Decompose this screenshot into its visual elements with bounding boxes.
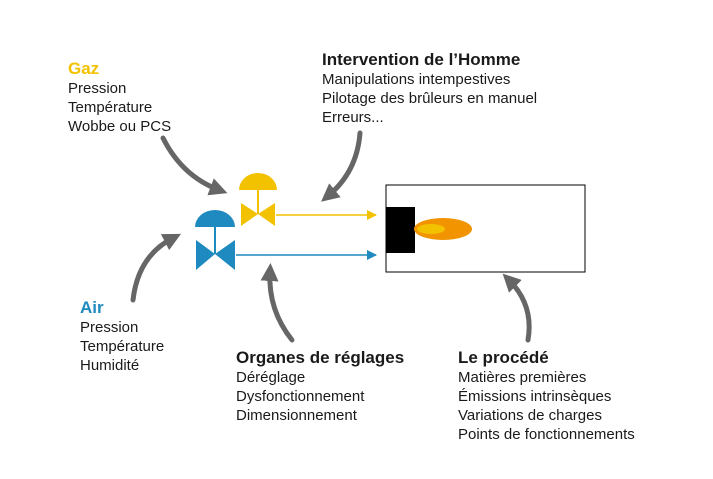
burner-block: [386, 207, 415, 253]
process-item: Matières premières: [458, 369, 587, 386]
gas-param: Wobbe ou PCS: [68, 118, 172, 135]
human-item: Pilotage des brûleurs en manuel: [322, 90, 538, 107]
gas-valve-icon: [239, 173, 277, 226]
gas-influence-arrow: [160, 135, 228, 196]
process-item: Variations de charges: [458, 407, 602, 424]
process-influence-arrow: [502, 273, 532, 343]
air-title: Air: [80, 298, 104, 317]
flame-core: [417, 224, 445, 234]
organs-item: Déréglage: [236, 369, 306, 386]
process-title: Le procédé: [458, 348, 549, 367]
gas-param: Température: [68, 99, 153, 116]
human-intervention-block: Intervention de l’Homme Manipulations in…: [322, 50, 537, 127]
process-block: Le procédé Matières premières Émissions …: [458, 348, 635, 444]
human-item: Manipulations intempestives: [322, 71, 511, 88]
gas-param: Pression: [68, 80, 127, 97]
human-item: Erreurs...: [322, 109, 384, 126]
control-organs-block: Organes de réglages Déréglage Dysfonctio…: [236, 348, 404, 425]
process-item: Émissions intrinsèques: [458, 388, 612, 405]
organs-influence-arrow: [260, 263, 295, 343]
organs-title: Organes de réglages: [236, 348, 405, 367]
air-param: Pression: [80, 319, 139, 336]
human-title: Intervention de l’Homme: [322, 50, 521, 69]
air-valve-icon: [195, 210, 235, 270]
organs-item: Dysfonctionnement: [236, 388, 365, 405]
gas-parameters-block: Gaz Pression Température Wobbe ou PCS: [68, 59, 171, 136]
air-influence-arrow: [130, 233, 182, 303]
air-param: Température: [80, 338, 165, 355]
air-parameters-block: Air Pression Température Humidité: [80, 298, 164, 375]
air-param: Humidité: [80, 357, 140, 374]
human-influence-arrow: [321, 130, 363, 202]
process-item: Points de fonctionnements: [458, 426, 635, 443]
gas-title: Gaz: [68, 59, 100, 78]
organs-item: Dimensionnement: [236, 407, 357, 424]
